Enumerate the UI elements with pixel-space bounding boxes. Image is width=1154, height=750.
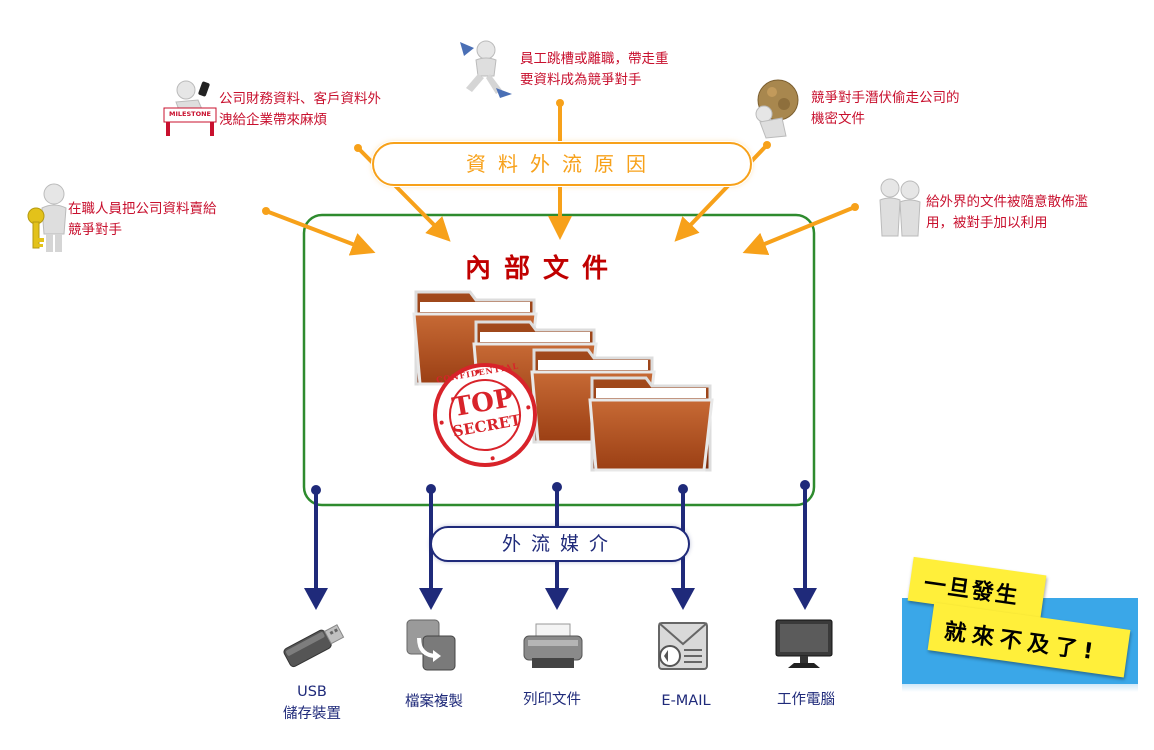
media-label-computer: 工作電腦 <box>756 689 856 711</box>
warning-banner-fade <box>902 684 1138 692</box>
reason-text-financial-leak: 公司財務資料、客戶資料外 洩給企業帶來麻煩 <box>219 89 381 131</box>
reason-line: 給外界的文件被隨意散佈濫 <box>926 194 1088 210</box>
milestone-hurdle-icon <box>163 80 217 136</box>
email-icon <box>658 622 708 670</box>
media-label-usb: USB 儲存裝置 <box>262 681 362 725</box>
reason-line: 洩給企業帶來麻煩 <box>219 112 327 128</box>
reason-line: 機密文件 <box>811 111 865 127</box>
media-arrows <box>304 480 817 610</box>
reason-line: 競爭對手潛伏偷走公司的 <box>811 90 960 106</box>
reason-text-resign: 員工跳槽或離職，帶走重 要資料成為競爭對手 <box>520 49 669 91</box>
reason-text-external-spread: 給外界的文件被隨意散佈濫 用，被對手加以利用 <box>926 192 1088 234</box>
reason-line: 在職人員把公司資料賣給 <box>68 201 217 217</box>
milestone-sign-text: MILESTONE <box>169 110 211 118</box>
file-copy-icon <box>406 619 456 671</box>
media-label-line: 列印文件 <box>523 692 581 708</box>
media-pill: 外流媒介 <box>430 526 690 562</box>
reasons-pill: 資料外流原因 <box>372 142 752 186</box>
reason-arrows <box>262 99 859 256</box>
media-label-print: 列印文件 <box>502 689 602 711</box>
jumping-person-icon <box>460 40 512 98</box>
reason-line: 競爭對手 <box>68 222 122 238</box>
reason-text-employee-sell: 在職人員把公司資料賣給 競爭對手 <box>68 199 217 241</box>
reason-line: 員工跳槽或離職，帶走重 <box>520 51 669 67</box>
media-label-line: E-MAIL <box>661 693 711 709</box>
whispering-people-icon <box>879 178 921 237</box>
reason-line: 要資料成為競爭對手 <box>520 72 642 88</box>
diagram-title: 內部文件 <box>465 254 622 284</box>
person-with-key-icon <box>27 183 67 252</box>
printer-icon <box>523 623 583 668</box>
stamp-ring-text: CONFIDENTIAL <box>435 360 520 385</box>
top-secret-stamp: CONFIDENTIAL TOP SECRET <box>432 360 538 468</box>
media-label-copy: 檔案複製 <box>384 691 484 713</box>
media-label-line: 儲存裝置 <box>283 706 341 722</box>
usb-drive-icon <box>283 624 345 668</box>
folder-icon <box>588 376 714 472</box>
media-label-line: 檔案複製 <box>405 694 463 710</box>
media-label-line: 工作電腦 <box>777 692 835 708</box>
media-label-email: E-MAIL <box>636 690 736 712</box>
monitor-icon <box>775 619 833 668</box>
reason-line: 用，被對手加以利用 <box>926 215 1048 231</box>
media-label-line: USB <box>297 684 327 700</box>
thief-with-sack-icon <box>755 79 799 139</box>
reason-text-competitor-steal: 競爭對手潛伏偷走公司的 機密文件 <box>811 88 960 130</box>
reason-line: 公司財務資料、客戶資料外 <box>219 91 381 107</box>
